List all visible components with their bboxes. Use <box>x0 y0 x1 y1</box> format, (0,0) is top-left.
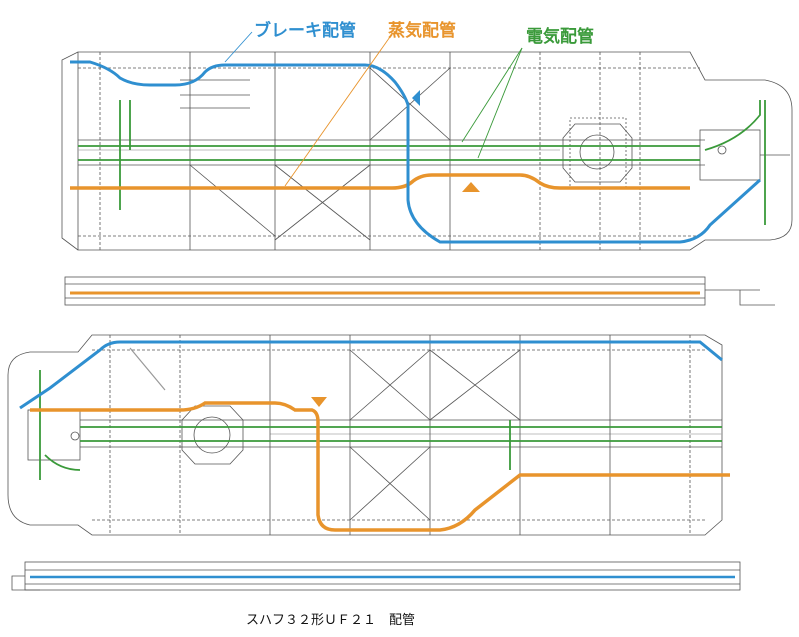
bottom-plan-view <box>7 334 723 536</box>
diagram-caption: スハフ３２形ＵＦ２１ 配管 <box>246 613 416 628</box>
brake-pipe-label: ブレーキ配管 <box>254 21 356 41</box>
top-side-view <box>64 276 775 306</box>
bottom-steam-pipe <box>30 401 730 532</box>
bottom-steam-arrow <box>311 397 327 407</box>
top-plan-view <box>61 51 793 251</box>
bottom-brake-vent <box>129 347 166 391</box>
electric-pipe-label: 電気配管 <box>526 27 594 47</box>
top-brake-pipe <box>70 60 762 244</box>
top-steam-arrow <box>462 182 480 192</box>
bottom-bolster <box>181 405 244 465</box>
top-left-end <box>61 51 79 251</box>
steam-pipe-label: 蒸気配管 <box>388 21 456 41</box>
label-leaders <box>224 31 523 187</box>
top-bolster <box>562 123 633 183</box>
bottom-electric-pipes <box>39 370 722 480</box>
bottom-brake-pipe <box>19 340 723 410</box>
bottom-side-view <box>11 561 741 591</box>
top-electric-pipes <box>78 100 766 225</box>
bottom-frame-outline <box>7 334 723 536</box>
top-steam-pipe <box>70 173 690 190</box>
top-brake-arrow <box>412 90 420 106</box>
top-frame-outline <box>77 51 793 251</box>
